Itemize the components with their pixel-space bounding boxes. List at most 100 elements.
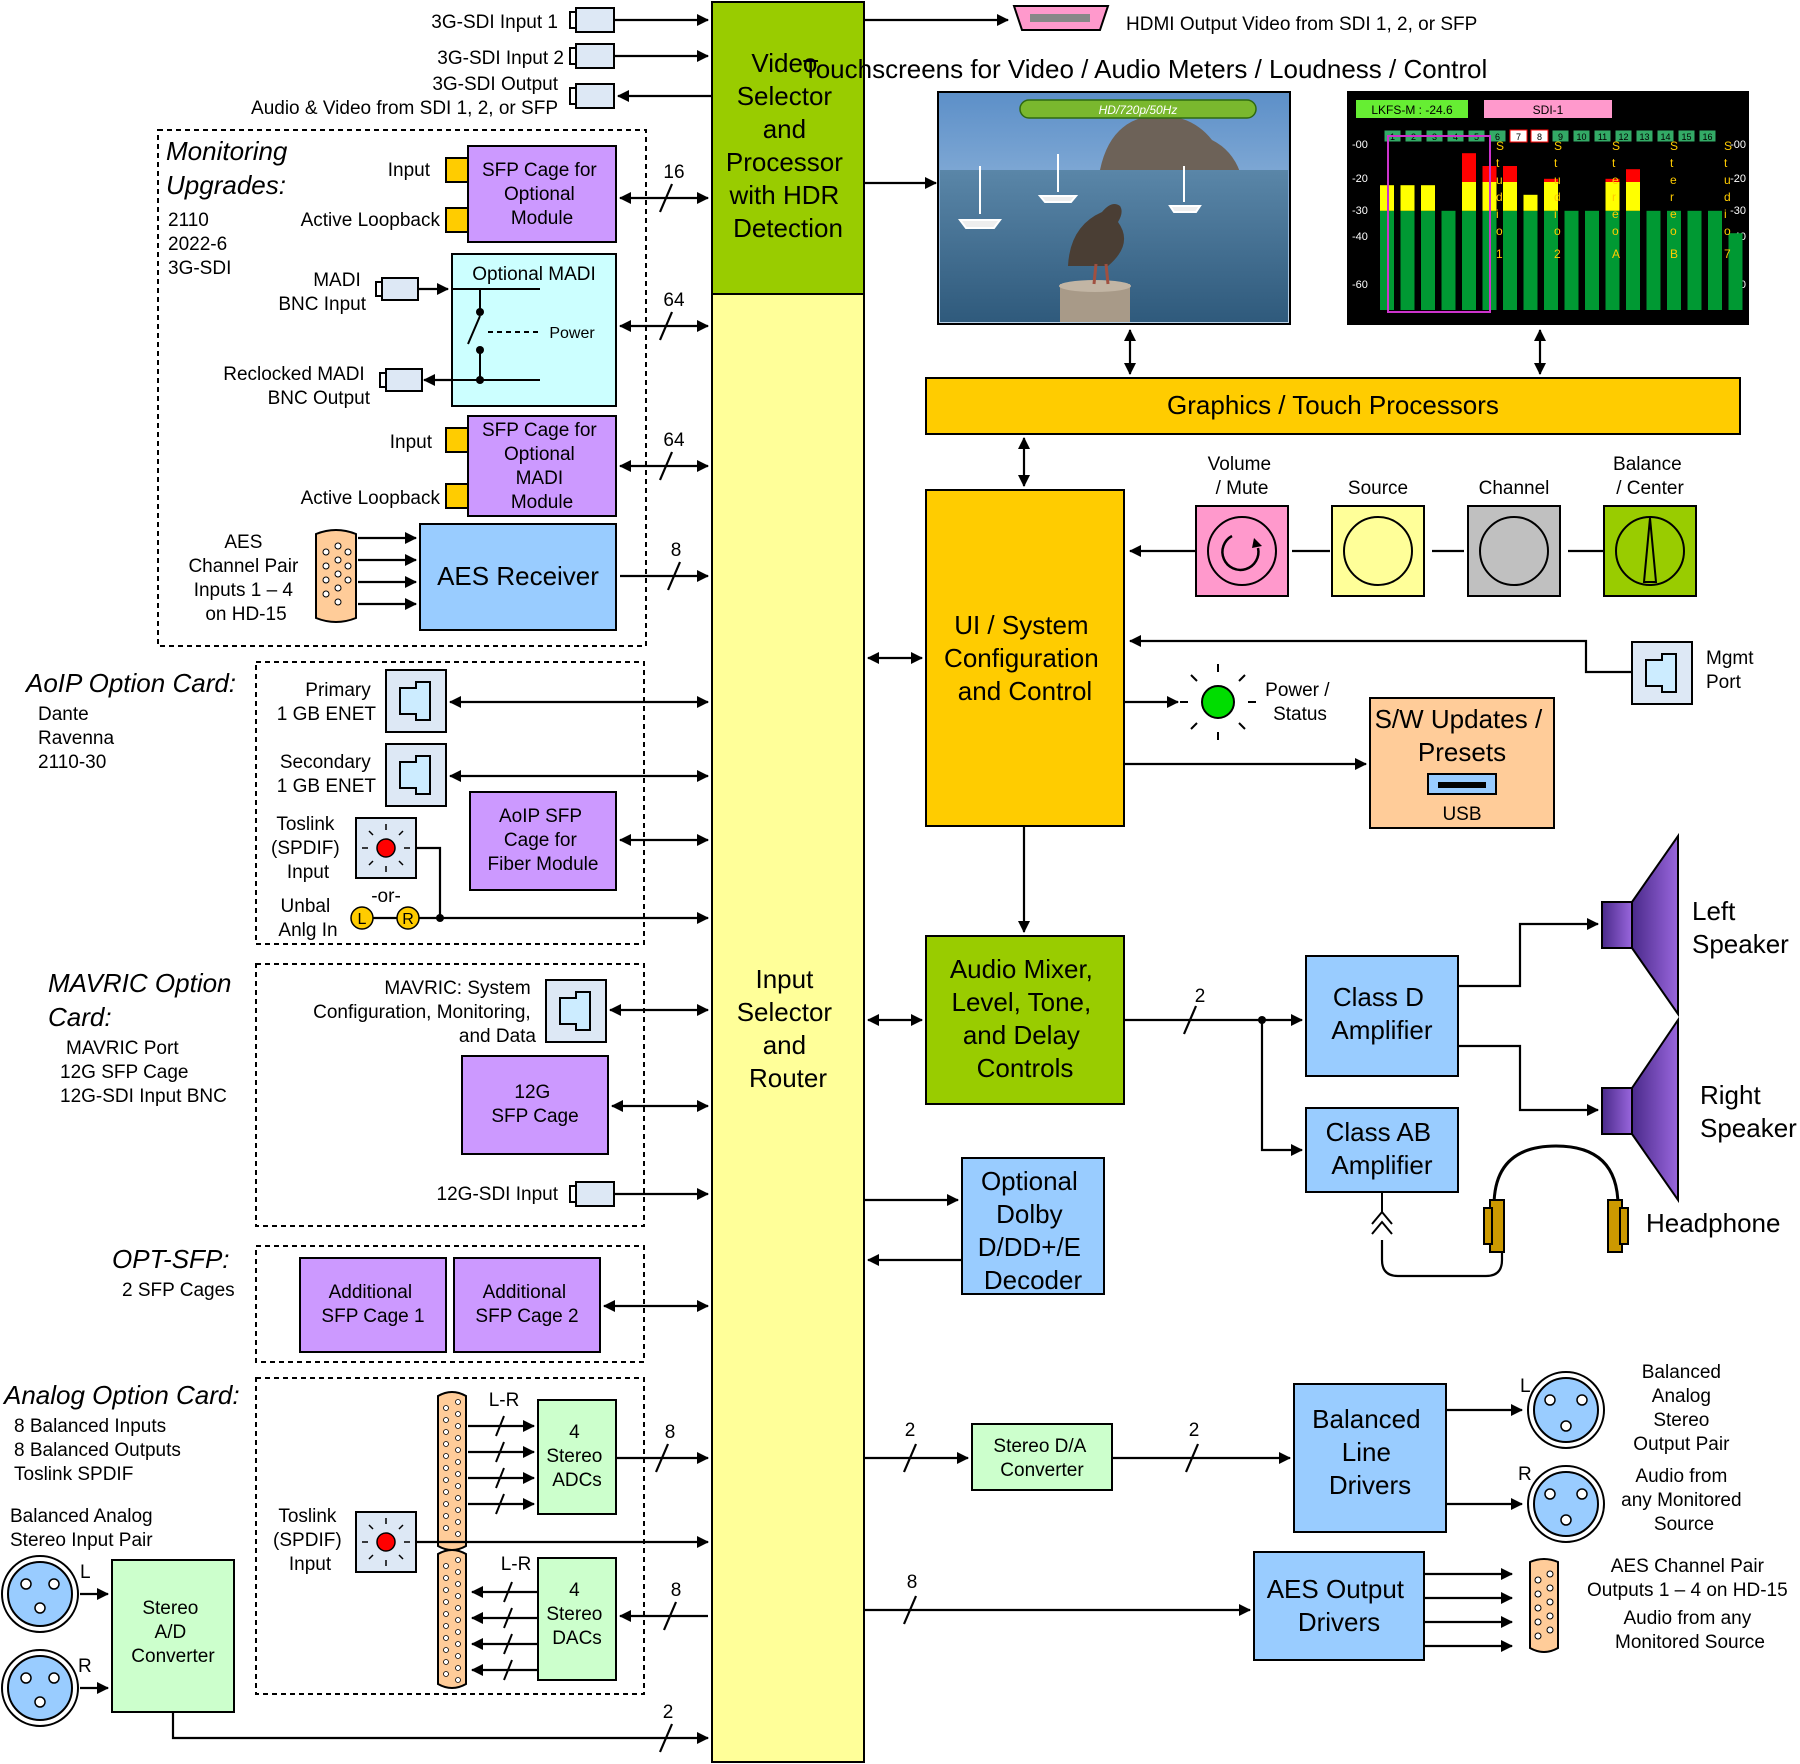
meter-tab[interactable] (1593, 129, 1612, 143)
meter-scale-left: -30 (1352, 205, 1368, 217)
aoip-list: Dante Ravenna 2110-30 (38, 704, 119, 773)
source-label: Source (1348, 478, 1408, 499)
balance-center-knob[interactable] (1603, 505, 1697, 597)
meter-bar-red (1605, 178, 1620, 182)
input-router-label: Input Selector and Router (737, 964, 840, 1093)
meter-bar (1667, 210, 1681, 310)
aes-in-label: AES Channel Pair Inputs 1 – 4 on HD-15 (188, 532, 303, 625)
da-in-count: 2 (905, 1420, 916, 1441)
source-knob[interactable] (1331, 505, 1425, 597)
meter-tab[interactable] (1530, 129, 1549, 143)
adc-bus-count: 8 (665, 1422, 676, 1443)
xlr-r-out-label: R (1518, 1464, 1532, 1485)
xlr-in-l-label: L (80, 1562, 91, 1583)
madi-bus-count: 64 (663, 290, 685, 311)
sfp2-bus-count: 64 (663, 430, 685, 451)
sdi-text: SDI-1 (1533, 103, 1564, 117)
meter-tab[interactable] (1656, 129, 1675, 143)
xlr-l-out-label: L (1520, 1376, 1531, 1397)
meter-tab-label: 8 (1537, 132, 1542, 142)
aoip-primary-label: Primary 1 GB ENET (277, 680, 377, 725)
sfp2-box-label: SFP Cage for Optional MADI Module (482, 420, 602, 513)
ethernet-port-icon (385, 743, 447, 807)
stereo-da-label: Stereo D/A Converter (993, 1436, 1090, 1481)
channel-label: Channel (1479, 478, 1550, 499)
balance-label: Balance / Center (1613, 454, 1687, 499)
aes-receiver-label: AES Receiver (437, 561, 599, 591)
meter-tab[interactable] (1509, 129, 1528, 143)
meter-tab-label: 6 (1495, 132, 1500, 142)
sw-updates-label: S/W Updates / Presets (1375, 704, 1550, 767)
meter-tab-label: 12 (1618, 132, 1628, 142)
aes-out-count: 8 (907, 1572, 918, 1593)
sw-updates-block: S/W Updates / Presets USB (1124, 697, 1555, 829)
monitoring-title: Monitoring Upgrades: (166, 136, 295, 200)
aes-output-desc: AES Channel Pair Outputs 1 – 4 on HD-15 … (1587, 1556, 1793, 1653)
madi-box-label: Optional MADI (472, 264, 596, 285)
meter-tab[interactable] (1551, 129, 1570, 143)
right-speaker-label: Right Speaker (1700, 1080, 1797, 1143)
meter-tab[interactable] (1572, 129, 1591, 143)
rock-hill (1100, 115, 1240, 172)
audio-mixer-block: Audio Mixer, Level, Tone, and Delay Cont… (925, 935, 1125, 1105)
meter-bars (1380, 153, 1743, 310)
meter-tab[interactable] (1698, 129, 1717, 143)
opt-sfp-list: 2 SFP Cages (122, 1280, 235, 1301)
madi-power-label: Power (549, 325, 595, 342)
toslink-led-icon (355, 817, 417, 879)
hdmi-output: HDMI Output Video from SDI 1, 2, or SFP (864, 5, 1477, 35)
rca-r-icon: R (396, 906, 420, 930)
channel-knob[interactable] (1467, 505, 1561, 597)
sfp-port-icon (445, 427, 469, 453)
da-out-count: 2 (1189, 1420, 1200, 1441)
sdi-input-2-label: 3G-SDI Input 2 (437, 48, 564, 69)
opt-sfp-box2-label: Additional SFP Cage 2 (475, 1282, 578, 1327)
sfp2-loop-label: Active Loopback (301, 488, 441, 509)
bnc-connector-icon (569, 1181, 615, 1207)
meter-tab-label: 15 (1681, 132, 1691, 142)
meter-bar (1646, 210, 1661, 310)
meter-bar-yellow (1421, 185, 1435, 211)
balanced-output-desc: Balanced Analog Stereo Output Pair Audio… (1621, 1362, 1747, 1535)
audio-mixer-label: Audio Mixer, Level, Tone, and Delay Cont… (950, 954, 1100, 1083)
meter-bar (1605, 210, 1620, 310)
green-led-icon (1201, 685, 1235, 719)
meter-tab[interactable] (1677, 129, 1696, 143)
meter-tab-label: 10 (1576, 132, 1586, 142)
db25-dac-icon (437, 1549, 467, 1689)
sdi-io: 3G-SDI Input 1 3G-SDI Input 2 3G-SDI Out… (251, 7, 712, 119)
headphone-icon: Headphone (1371, 1144, 1780, 1278)
meter-bar-red (1462, 153, 1476, 182)
mavric-list: MAVRIC Port 12G SFP Cage 12G-SDI Input B… (60, 1038, 227, 1107)
sfp1-bus-count: 16 (663, 162, 684, 183)
xlr-output-l-icon (1527, 1371, 1605, 1449)
hd15-output-icon (1529, 1558, 1559, 1653)
opt-sfp-title: OPT-SFP: (112, 1244, 230, 1274)
class-d-label: Class D Amplifier (1331, 982, 1432, 1045)
madi-in-label: MADI BNC Input (278, 270, 366, 315)
meter-bar-yellow (1605, 182, 1620, 211)
meter-tab[interactable] (1614, 129, 1633, 143)
volume-mute-knob[interactable] (1195, 505, 1289, 597)
hd15-input-icon (315, 529, 357, 623)
balanced-input-label: Balanced Analog Stereo Input Pair (10, 1506, 158, 1551)
video-touchscreen: HD/720p/50Hz (937, 91, 1291, 325)
meter-tab-label: 14 (1660, 132, 1670, 142)
analog-output-chain: 2 Stereo D/A Converter 2 Balanced Line D… (864, 1362, 1747, 1543)
meter-bar (1728, 233, 1743, 310)
analog-section: Analog Option Card: 8 Balanced Inputs 8 … (1, 1377, 709, 1753)
opt-sfp-section: OPT-SFP: 2 SFP Cages Additional SFP Cage… (112, 1244, 709, 1363)
bnc-connector-icon (569, 7, 615, 33)
meter-bar (1544, 210, 1558, 310)
meter-scale-left: -40 (1352, 231, 1368, 243)
toslink-led-icon (355, 1511, 417, 1573)
mgmt-port-label: Mgmt Port (1706, 648, 1759, 693)
graphics-block: Graphics / Touch Processors (925, 377, 1741, 435)
meter-tab[interactable] (1635, 129, 1654, 143)
power-status-led: Power / Status (1124, 664, 1330, 740)
meter-bar-red (1626, 169, 1640, 182)
